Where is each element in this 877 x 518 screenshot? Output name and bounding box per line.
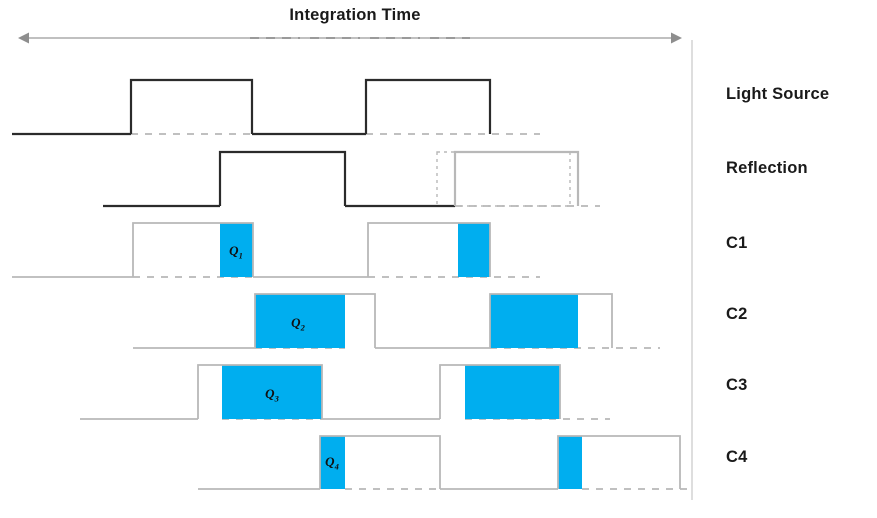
- pulse-outline-2: [557, 435, 681, 489]
- integration-time-annotation: Integration Time: [18, 6, 682, 44]
- pulse-outline-1: [197, 364, 323, 419]
- pulse-outline-2: [367, 222, 491, 277]
- charge-window-1: [320, 436, 345, 489]
- row-label-c3: C3: [726, 376, 748, 394]
- arrow-head-left-icon: [18, 32, 29, 44]
- charge-symbol: Q: [229, 243, 239, 258]
- charge-subscript: 2: [300, 323, 306, 333]
- pulse-outline-2: [439, 364, 561, 419]
- charge-window-2: [490, 294, 578, 348]
- charge-subscript: 1: [239, 251, 243, 261]
- row-label-light-source: Light Source: [726, 85, 829, 103]
- waveform-c4: Q4: [198, 435, 692, 490]
- charge-subscript: 4: [334, 462, 339, 472]
- charge-subscript: 3: [274, 394, 280, 404]
- charge-window-1: [255, 294, 345, 348]
- integration-time-arrow: [18, 32, 682, 44]
- waveform-c1: Q1: [12, 222, 540, 278]
- charge-symbol: Q: [265, 386, 275, 401]
- charge-annotation-q1: Q1: [229, 243, 243, 261]
- page-title: Integration Time: [289, 6, 420, 24]
- pulse-outline-1: [129, 78, 254, 134]
- pulse-outline-1: [319, 435, 441, 489]
- waveform-reflection: [103, 150, 600, 208]
- row-label-reflection: Reflection: [726, 159, 808, 177]
- pulse-outline-1: [132, 222, 254, 277]
- waveform-c3: Q3: [80, 364, 610, 420]
- row-label-c1: C1: [726, 234, 748, 252]
- waveform-c2: Q2: [133, 293, 660, 349]
- charge-window-1: [220, 223, 253, 277]
- arrow-head-right-icon: [671, 32, 682, 44]
- charge-annotation-q4: Q4: [325, 454, 339, 472]
- charge-symbol: Q: [325, 454, 335, 469]
- charge-annotation-q2: Q2: [291, 315, 305, 333]
- pulse-outline-2: [364, 78, 492, 134]
- pulse-outline-2: [453, 150, 580, 206]
- pulse-outline-1: [254, 293, 376, 348]
- waveform-light-source: [12, 78, 540, 136]
- charge-annotation-q3: Q3: [265, 386, 279, 404]
- charge-window-1: [222, 365, 322, 419]
- pulse-outline-2: [489, 293, 613, 348]
- row-label-c4: C4: [726, 448, 748, 466]
- charge-window-2: [458, 223, 490, 277]
- row-label-c2: C2: [726, 305, 748, 323]
- charge-symbol: Q: [291, 315, 301, 330]
- ghost-window-rect: [436, 151, 571, 207]
- pulse-outline-1: [218, 150, 347, 206]
- charge-window-2: [465, 365, 560, 419]
- charge-window-2: [558, 436, 582, 489]
